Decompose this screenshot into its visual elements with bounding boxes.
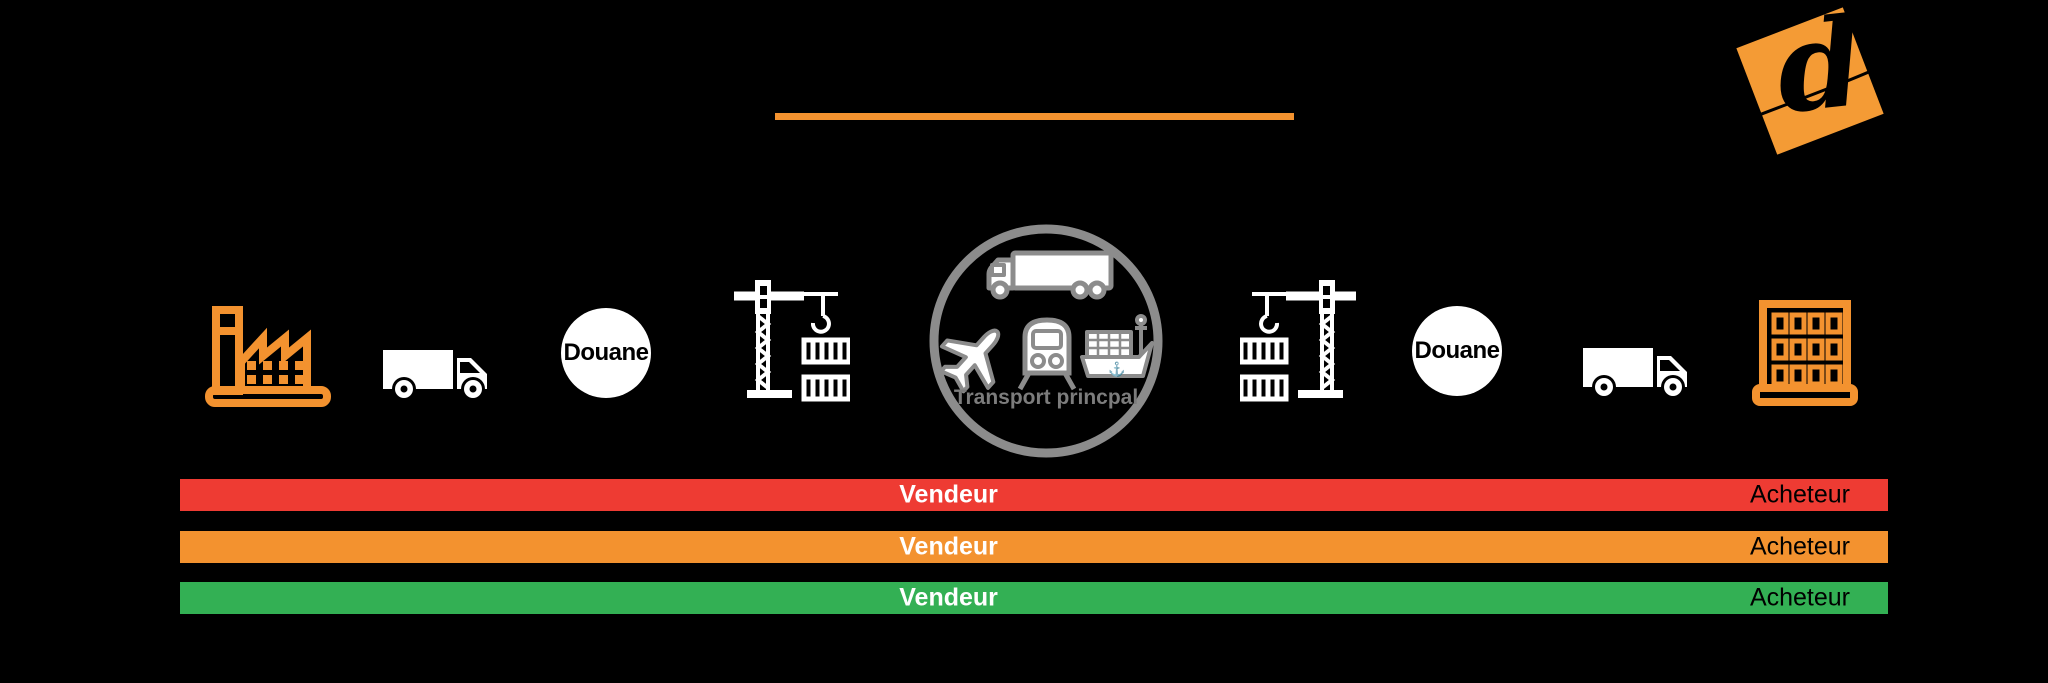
incoterm-bar-green: Vendeur Acheteur (180, 582, 1888, 614)
factory-icon (205, 305, 331, 407)
export-customs-label: Douane (563, 339, 649, 366)
buyer-label: Acheteur (1749, 583, 1850, 612)
seller-label: Vendeur (899, 583, 998, 612)
company-logo: d (1725, 0, 1895, 165)
buyer-label: Acheteur (1749, 480, 1850, 509)
incoterm-bar-red: Vendeur Acheteur (180, 479, 1888, 511)
import-customs-circle: Douane (1412, 306, 1502, 396)
train-icon (1017, 317, 1077, 391)
seller-label: Vendeur (899, 480, 998, 509)
buyer-building-icon (1752, 299, 1858, 406)
svg-text:⚓: ⚓ (1108, 361, 1125, 378)
buyer-label: Acheteur (1749, 532, 1850, 561)
pre-carriage-truck-icon (383, 343, 491, 401)
unloading-crane-icon (1240, 280, 1364, 402)
seller-label: Vendeur (899, 532, 998, 561)
incoterm-bar-orange: Vendeur Acheteur (180, 531, 1888, 563)
logo-swoosh-line (1740, 62, 1888, 124)
loading-crane-icon (726, 280, 850, 402)
title-underline (775, 113, 1294, 120)
main-transport-label: Transport princpal (953, 386, 1139, 409)
import-customs-label: Douane (1414, 337, 1500, 364)
export-customs-circle: Douane (561, 308, 651, 398)
on-carriage-truck-icon (1583, 341, 1691, 399)
main-transport-circle: ⚓ Transport princpal (929, 224, 1163, 458)
container-ship-icon: ⚓ (1080, 314, 1154, 378)
semi-truck-icon (986, 250, 1114, 300)
airplane-icon (939, 328, 1001, 394)
